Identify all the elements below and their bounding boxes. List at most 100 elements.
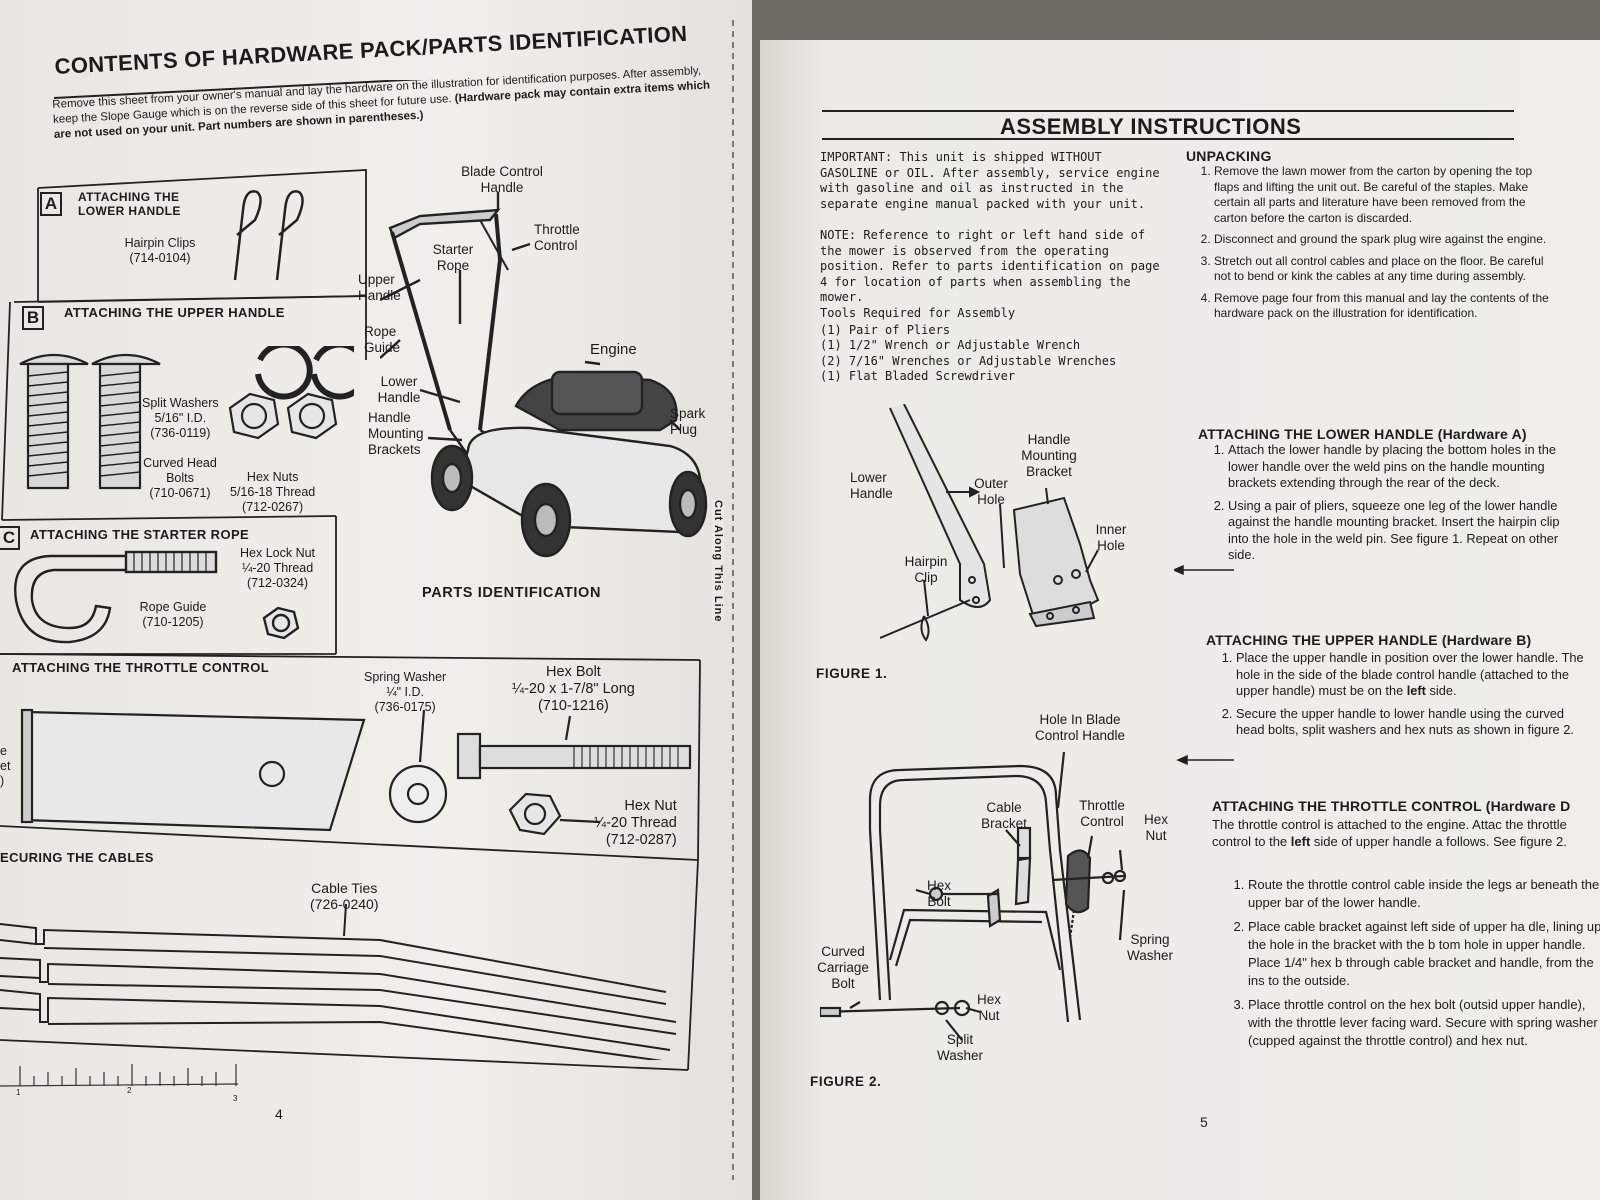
fig1-lower-handle-label: Lower Handle bbox=[850, 470, 893, 501]
title-rule-bottom bbox=[822, 138, 1514, 140]
mower-throttle-label: Throttle Control bbox=[534, 222, 580, 253]
figure-2-illustration bbox=[820, 751, 1127, 1041]
fig2-cable-bracket-label: Cable Bracket bbox=[981, 800, 1027, 831]
figure-2-caption: FIGURE 2. bbox=[810, 1074, 882, 1089]
title-rule-top bbox=[822, 110, 1514, 112]
fig2-spring-washer-label: Spring Washer bbox=[1126, 932, 1173, 963]
hex-bolt-partno: (710-1216) bbox=[537, 698, 609, 714]
curved-head-bolts-partno: (710-0671) bbox=[149, 486, 211, 500]
tool-item: (1) 1/2" Wrench or Adjustable Wrench bbox=[820, 338, 1081, 352]
hex-bolt-label: Hex Bolt ¼-20 x 1-7/8" Long (710-1216) bbox=[512, 664, 635, 715]
upper-handle-step: Secure the upper handle to lower handle … bbox=[1236, 706, 1588, 739]
throttle-steps: Route the throttle control cable inside … bbox=[1220, 876, 1600, 1056]
tools-section: Tools Required for Assembly (1) Pair of … bbox=[820, 306, 1160, 385]
section-c-letter: C bbox=[0, 526, 20, 550]
section-b-header: B bbox=[22, 306, 44, 330]
section-b-letter: B bbox=[22, 306, 44, 330]
throttle-intro-text: The throttle control is attached to the … bbox=[1212, 817, 1567, 849]
spring-washer-size: ¼" I.D. bbox=[386, 685, 424, 699]
upper-step-1-end: side. bbox=[1425, 683, 1457, 698]
hex-lock-nut-name: Hex Lock Nut bbox=[240, 546, 316, 560]
lower-handle-title: ATTACHING THE LOWER HANDLE (Hardware A) bbox=[1198, 426, 1527, 442]
tool-item: (1) Pair of Pliers bbox=[820, 322, 951, 337]
fig1-mounting-bracket-label: Handle Mounting Bracket bbox=[1021, 432, 1077, 479]
tool-item: (1) Flat Bladed Screwdriver bbox=[820, 369, 1016, 383]
lawn-mower-illustration bbox=[380, 192, 708, 558]
ruler-mark-2: 2 bbox=[127, 1086, 132, 1095]
section-a-header: A bbox=[40, 192, 62, 216]
bracket-fragment-1: e bbox=[0, 744, 7, 758]
section-e-label: ECURING THE CABLES bbox=[0, 850, 154, 865]
mower-lower-handle-label: Lower Handle bbox=[377, 374, 421, 405]
rope-guide-illustration bbox=[14, 550, 300, 644]
important-notice: IMPORTANT: This unit is shipped WITHOUT … bbox=[820, 150, 1160, 211]
hardware-frame bbox=[0, 169, 701, 1071]
hex-nut-partno: (712-0287) bbox=[605, 832, 677, 848]
hex-nut-thread: ¼-20 Thread bbox=[594, 815, 677, 831]
cable-ties-illustration bbox=[0, 903, 677, 1060]
unpacking-step: Disconnect and ground the spark plug wir… bbox=[1214, 232, 1560, 248]
split-washers-partno: (736-0119) bbox=[150, 426, 211, 440]
hairpin-clips-illustration bbox=[233, 190, 304, 281]
figure-1-illustration bbox=[880, 404, 1100, 642]
throttle-step: Route the throttle control cable inside … bbox=[1248, 876, 1600, 912]
hex-nut-name: Hex Nut bbox=[624, 798, 677, 814]
throttle-hardware-illustration bbox=[20, 708, 692, 836]
hex-bolt-name: Hex Bolt bbox=[546, 664, 601, 680]
spring-washer-partno: (736-0175) bbox=[374, 700, 436, 714]
rope-guide-name: Rope Guide bbox=[139, 600, 207, 614]
section-c-header: C bbox=[0, 526, 20, 550]
fig2-throttle-control-label: Throttle Control bbox=[1079, 798, 1125, 829]
unpacking-steps: Remove the lawn mower from the carton by… bbox=[1186, 164, 1560, 328]
tool-item: (2) 7/16" Wrenches or Adjustable Wrenche… bbox=[820, 353, 1117, 368]
upper-step-1-bold: left bbox=[1406, 683, 1426, 698]
fig1-hairpin-clip-label: Hairpin Clip bbox=[904, 554, 948, 585]
upper-handle-step: Place the upper handle in position over … bbox=[1236, 650, 1588, 700]
ruler bbox=[0, 1064, 239, 1087]
upper-handle-steps: Place the upper handle in position over … bbox=[1208, 650, 1588, 745]
section-c-label: ATTACHING THE STARTER ROPE bbox=[30, 527, 250, 542]
mower-upper-handle-label: Upper Handle bbox=[358, 272, 401, 303]
section-b-label: ATTACHING THE UPPER HANDLE bbox=[64, 305, 285, 320]
mower-engine-label: Engine bbox=[590, 341, 637, 358]
cable-ties-label: Cable Ties (726-0240) bbox=[310, 880, 379, 912]
cable-ties-name: Cable Ties bbox=[311, 880, 378, 896]
tools-title: Tools Required for Assembly bbox=[820, 306, 1016, 320]
mower-mounting-brackets-label: Handle Mounting Brackets bbox=[368, 410, 424, 457]
left-intro: Remove this sheet from your owner's manu… bbox=[52, 63, 723, 143]
ruler-mark-1: 1 bbox=[16, 1088, 21, 1097]
hairpin-clips-partno: (714-0104) bbox=[129, 251, 191, 265]
hex-lock-nut-partno: (712-0324) bbox=[246, 576, 309, 590]
hex-nuts-name: Hex Nuts bbox=[246, 470, 299, 484]
parts-identification-caption: PARTS IDENTIFICATION bbox=[422, 585, 602, 601]
unpacking-step: Remove page four from this manual and la… bbox=[1214, 291, 1560, 322]
hex-nuts-partno: (712-0267) bbox=[242, 500, 304, 514]
figure-reference-arrows bbox=[1174, 564, 1234, 766]
throttle-intro: The throttle control is attached to the … bbox=[1212, 816, 1572, 850]
split-washers-label: Split Washers 5/16" I.D. (736-0119) bbox=[142, 396, 219, 441]
fig1-outer-hole-label: Outer Hole bbox=[974, 476, 1008, 507]
lower-handle-step: Attach the lower handle by placing the b… bbox=[1228, 442, 1578, 492]
figure-1-caption: FIGURE 1. bbox=[816, 666, 888, 681]
hex-lock-nut-thread: ¼-20 Thread bbox=[241, 561, 314, 575]
rope-guide-partno: (710-1205) bbox=[142, 615, 204, 629]
spring-washer-label: Spring Washer ¼" I.D. (736-0175) bbox=[364, 670, 446, 715]
curved-head-bolts-label: Curved Head Bolts (710-0671) bbox=[138, 456, 222, 501]
fig2-split-washer-label: Split Washer bbox=[936, 1032, 983, 1063]
rope-guide-part-label: Rope Guide (710-1205) bbox=[138, 600, 208, 630]
title-underline bbox=[54, 80, 426, 99]
lower-handle-step: Using a pair of pliers, squeeze one leg … bbox=[1228, 498, 1578, 564]
fig1-inner-hole-label: Inner Hole bbox=[1095, 522, 1127, 553]
section-a-label: ATTACHING THE LOWER HANDLE bbox=[78, 190, 181, 218]
section-a-letter: A bbox=[40, 192, 62, 216]
unpacking-step: Stretch out all control cables and place… bbox=[1214, 254, 1560, 285]
hairpin-clips-label: Hairpin Clips (714-0104) bbox=[120, 236, 200, 266]
split-washers-name: Split Washers bbox=[142, 396, 219, 410]
throttle-step: Place cable bracket against left side of… bbox=[1248, 918, 1600, 990]
fig2-hex-bolt-label: Hex Bolt bbox=[926, 878, 951, 909]
hairpin-clips-name: Hairpin Clips bbox=[124, 236, 196, 250]
left-page-number: 4 bbox=[275, 1106, 283, 1122]
mower-rope-guide-label: Rope Guide bbox=[364, 324, 401, 355]
hex-bolt-size: ¼-20 x 1-7/8" Long bbox=[512, 681, 635, 697]
hex-nuts-thread: 5/16-18 Thread bbox=[230, 485, 316, 499]
